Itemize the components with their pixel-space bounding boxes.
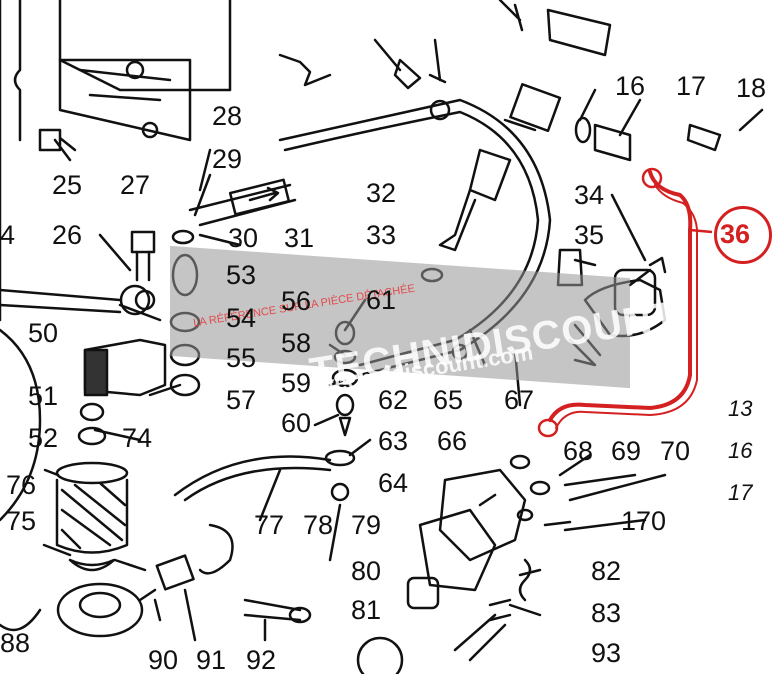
engine-block bbox=[0, 0, 232, 322]
part-label-50[interactable]: 50 bbox=[28, 318, 59, 348]
part-label-16[interactable]: 16 bbox=[615, 71, 646, 101]
injector-32 bbox=[468, 148, 512, 202]
part-label-69[interactable]: 69 bbox=[611, 436, 642, 466]
part-label-33[interactable]: 33 bbox=[366, 220, 397, 250]
part-label-74[interactable]: 74 bbox=[122, 423, 153, 453]
part-label-25[interactable]: 25 bbox=[52, 170, 83, 200]
part-label-64[interactable]: 64 bbox=[378, 468, 409, 498]
part-label-18[interactable]: 18 bbox=[736, 73, 767, 103]
part-label-76[interactable]: 76 bbox=[6, 470, 37, 500]
part-label-62[interactable]: 62 bbox=[378, 385, 409, 415]
highlight-ring bbox=[714, 206, 772, 264]
part-label-17-right[interactable]: 17 bbox=[728, 480, 753, 505]
part-label-27[interactable]: 27 bbox=[120, 170, 151, 200]
part-label-77[interactable]: 77 bbox=[254, 510, 285, 540]
part-label-70[interactable]: 70 bbox=[660, 436, 691, 466]
mounting-bracket bbox=[58, 58, 192, 142]
part-label-4[interactable]: 4 bbox=[0, 220, 16, 250]
bolt-25 bbox=[38, 128, 77, 152]
part-label-90[interactable]: 90 bbox=[148, 645, 179, 674]
part-label-92[interactable]: 92 bbox=[246, 645, 277, 674]
part-label-66[interactable]: 66 bbox=[437, 426, 468, 456]
part-label-83[interactable]: 83 bbox=[591, 598, 622, 628]
part-label-52[interactable]: 52 bbox=[28, 423, 59, 453]
part-label-80[interactable]: 80 bbox=[351, 556, 382, 586]
part-label-93[interactable]: 93 bbox=[591, 638, 622, 668]
part-label-68[interactable]: 68 bbox=[563, 436, 594, 466]
part-label-36[interactable]: 36 bbox=[720, 219, 751, 249]
part-label-51[interactable]: 51 bbox=[28, 381, 59, 411]
part-label-13-right[interactable]: 13 bbox=[728, 396, 753, 421]
part-label-170[interactable]: 170 bbox=[621, 506, 667, 536]
part-label-78[interactable]: 78 bbox=[303, 510, 334, 540]
part-label-67[interactable]: 67 bbox=[504, 385, 535, 415]
part-label-26[interactable]: 26 bbox=[52, 220, 83, 250]
part-label-34[interactable]: 34 bbox=[574, 180, 605, 210]
part-label-53[interactable]: 53 bbox=[226, 260, 257, 290]
part-label-81[interactable]: 81 bbox=[351, 595, 382, 625]
part-label-32[interactable]: 32 bbox=[366, 178, 397, 208]
fuel-filter-76 bbox=[55, 478, 129, 554]
part-label-55[interactable]: 55 bbox=[226, 343, 257, 373]
part-label-75[interactable]: 75 bbox=[6, 506, 37, 536]
part-label-56[interactable]: 56 bbox=[281, 286, 312, 316]
part-label-54[interactable]: 54 bbox=[226, 303, 257, 333]
hose-77 bbox=[173, 455, 332, 502]
part-label-57[interactable]: 57 bbox=[226, 385, 257, 415]
part-label-60[interactable]: 60 bbox=[281, 408, 312, 438]
part-label-16-right[interactable]: 16 bbox=[728, 438, 753, 463]
part-label-61[interactable]: 61 bbox=[366, 285, 397, 315]
part-label-79[interactable]: 79 bbox=[351, 510, 382, 540]
part-label-31[interactable]: 31 bbox=[284, 223, 315, 253]
part-label-63[interactable]: 63 bbox=[378, 426, 409, 456]
part-label-35[interactable]: 35 bbox=[574, 220, 605, 250]
part-label-82[interactable]: 82 bbox=[591, 556, 622, 586]
part-label-28[interactable]: 28 bbox=[212, 101, 243, 131]
pipe-36-highlight bbox=[548, 170, 693, 422]
part-label-58[interactable]: 58 bbox=[281, 328, 312, 358]
part-label-88[interactable]: 88 bbox=[0, 628, 31, 658]
part-label-91[interactable]: 91 bbox=[196, 645, 227, 674]
part-label-17[interactable]: 17 bbox=[676, 71, 707, 101]
pump-body-64 bbox=[438, 468, 527, 562]
part-label-59[interactable]: 59 bbox=[281, 368, 312, 398]
part-label-65[interactable]: 65 bbox=[433, 385, 464, 415]
part-label-29[interactable]: 29 bbox=[212, 144, 243, 174]
part-label-30[interactable]: 30 bbox=[228, 223, 259, 253]
